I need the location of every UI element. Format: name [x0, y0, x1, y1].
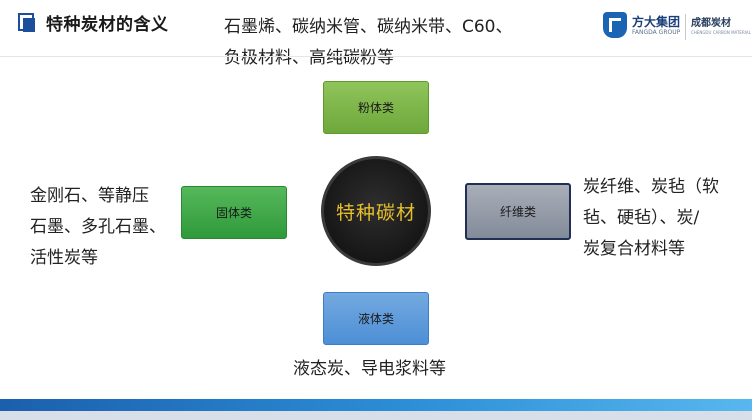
center-label: 特种碳材 — [335, 201, 416, 224]
solid-description-line: 石墨、多孔石墨、 — [30, 217, 166, 237]
chengdu-logo-english: CHENGDU CARBON MATERIAL — [691, 30, 751, 35]
chengdu-logo-name: 成都炭材 — [691, 18, 731, 29]
fangda-logo-name: 方大集团 — [632, 15, 681, 29]
chengdu-logo: 成都炭材 CHENGDU CARBON MATERIAL — [691, 12, 751, 44]
header-divider — [0, 56, 752, 57]
liquid-category-box: 液体类 — [323, 292, 429, 345]
fiber-category-label: 纤维类 — [499, 205, 536, 219]
fangda-logo-english: FANGDA GROUP — [632, 29, 681, 36]
title-square-icon — [18, 13, 35, 32]
liquid-description: 液态炭、导电浆料等 — [293, 359, 446, 379]
solid-description-line: 金刚石、等静压 — [30, 186, 149, 206]
footer-band — [0, 399, 752, 411]
powder-category-box: 粉体类 — [323, 81, 429, 134]
solid-description-line: 活性炭等 — [30, 248, 98, 268]
fiber-description: 炭纤维、炭毡（软 毡、硬毡）、炭/ 炭复合材料等 — [583, 172, 748, 265]
powder-description-line: 负极材料、高纯碳粉等 — [224, 48, 394, 68]
fangda-logo: 方大集团 FANGDA GROUP — [603, 12, 683, 44]
solid-category-box: 固体类 — [181, 186, 287, 239]
solid-description: 金刚石、等静压 石墨、多孔石墨、 活性炭等 — [30, 181, 178, 274]
center-circle: 特种碳材 — [321, 156, 431, 266]
fiber-description-line: 炭复合材料等 — [583, 239, 685, 259]
fangda-logo-mark-icon — [603, 12, 627, 38]
solid-category-label: 固体类 — [215, 206, 252, 220]
footer-base — [0, 411, 752, 420]
fiber-description-line: 炭纤维、炭毡（软 — [583, 177, 719, 197]
fiber-description-line: 毡、硬毡）、炭/ — [583, 208, 700, 228]
powder-description-line: 石墨烯、碳纳米管、碳纳米带、C60、 — [224, 17, 513, 37]
slide-title: 特种炭材的含义 — [46, 15, 169, 35]
logo-divider — [685, 14, 686, 40]
liquid-category-label: 液体类 — [357, 312, 394, 326]
powder-category-label: 粉体类 — [357, 101, 394, 115]
powder-description: 石墨烯、碳纳米管、碳纳米带、C60、 负极材料、高纯碳粉等 — [224, 12, 554, 74]
fiber-category-box: 纤维类 — [465, 183, 571, 240]
